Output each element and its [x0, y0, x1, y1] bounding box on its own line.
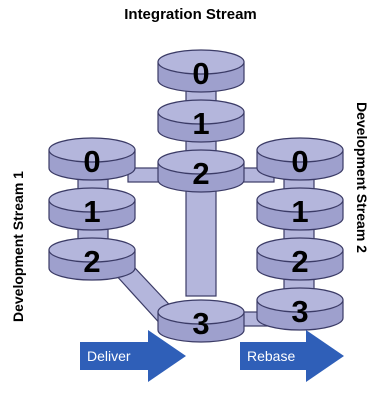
integration-version-number: 0	[192, 56, 209, 91]
integration-version-number: 1	[192, 106, 209, 141]
integration-version-number: 3	[192, 306, 209, 341]
dev2-version-number: 1	[291, 194, 308, 229]
dev1-version-disc: 2	[48, 237, 136, 281]
integration-version-number: 2	[192, 156, 209, 191]
dev2-version-disc: 2	[256, 237, 344, 281]
dev2-version-number: 0	[291, 144, 308, 179]
dev1-version-number: 2	[83, 244, 100, 279]
deliver-label: Deliver	[87, 348, 131, 364]
integration-version-disc: 3	[157, 299, 245, 343]
discs: 0 1 2 3 0 1 2 0 1 2 3	[48, 49, 344, 343]
deliver-arrow: Deliver	[80, 330, 186, 382]
integration-version-disc: 0	[157, 49, 245, 93]
dev1-version-number: 0	[83, 144, 100, 179]
dev2-version-number: 2	[291, 244, 308, 279]
dev1-version-disc: 1	[48, 187, 136, 231]
rebase-arrow: Rebase	[240, 330, 344, 382]
dev2-version-disc: 3	[256, 287, 344, 331]
integration-connector-2-3	[185, 175, 217, 297]
dev2-version-number: 3	[291, 294, 308, 329]
dev2-version-disc: 1	[256, 187, 344, 231]
dev2-version-disc: 0	[256, 137, 344, 181]
integration-version-disc: 2	[157, 149, 245, 193]
rebase-label: Rebase	[247, 348, 295, 364]
dev1-version-disc: 0	[48, 137, 136, 181]
integration-version-disc: 1	[157, 99, 245, 143]
dev1-version-number: 1	[83, 194, 100, 229]
integration-stream-title: Integration Stream	[124, 6, 257, 23]
